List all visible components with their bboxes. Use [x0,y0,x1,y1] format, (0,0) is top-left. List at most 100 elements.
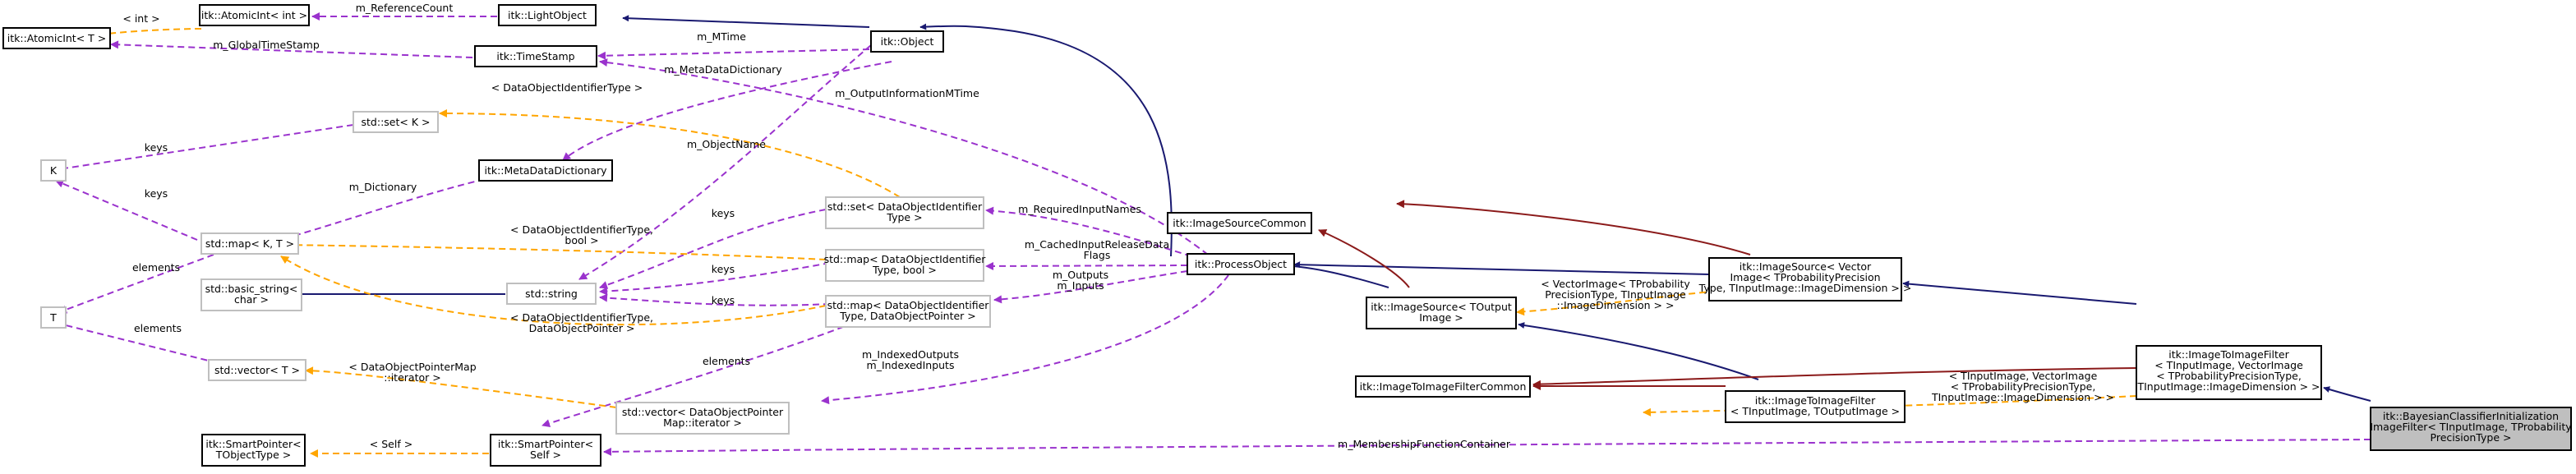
text-line: std::vector< T > [214,364,300,376]
text-line: T [49,311,57,324]
text-line: itk::AtomicInt< T > [7,32,106,44]
node-process-object[interactable]: itk::ProcessObject [1187,253,1295,275]
text-line: itk::SmartPointer< [205,438,301,450]
text-line: < TInputImage, VectorImage [1949,370,2098,382]
edge-imagetoimagefilter-to-imagesource [1518,322,1759,380]
edge-label-m-mtime: m_MTime [697,30,746,43]
node-std-string[interactable]: std::string [506,283,597,305]
text-line: m_ReferenceCount [356,2,454,14]
text-line: itk::ImageSource< TOutput [1371,301,1512,313]
edge-label-dictionary: m_Dictionary [349,181,417,193]
text-line: Type, TInputImage::ImageDimension > > [1698,282,1912,294]
edge-label-elements-smart: elements [703,355,750,367]
edge-identifier-bool [279,241,827,260]
text-line: std::vector< DataObjectPointer [622,406,784,418]
text-line: < DataObjectIdentifierType > [491,81,643,94]
node-time-stamp[interactable]: itk::TimeStamp [474,45,597,67]
svg-text:std::map< K, T >: std::map< K, T > [205,237,294,250]
text-line: itk::BayesianClassifierInitialization [2383,410,2559,422]
text-line: itk::ImageToImageFilterCommon [1360,380,1527,393]
svg-text:itk::ImageSource< TOutputImage: itk::ImageSource< TOutputImage > [1371,301,1512,324]
text-line: itk::MetaDataDictionary [484,164,607,177]
svg-text:std::set< K >: std::set< K > [362,116,431,128]
edge-label-keys-string-3: keys [712,294,735,306]
text-line: PrecisionType, TInputImage [1545,288,1686,301]
text-line: ::ImageDimension > > [1557,299,1675,311]
text-line: DataObjectPointer > [529,322,635,334]
node-std-set-k[interactable]: std::set< K > [353,111,439,133]
text-line: char > [234,293,269,306]
edge-label-keys-string-2: keys [712,263,735,275]
text-line: PrecisionType > [2431,431,2512,444]
svg-text:std::map< DataObjectIdentifier: std::map< DataObjectIdentifierType, bool… [824,253,987,276]
text-line: m_IndexedInputs [867,359,955,371]
edge-indexed-outputs-inputs [821,274,1229,405]
text-line: m_GlobalTimeStamp [213,39,320,51]
edge-label-identifier-ptr: < DataObjectIdentifierType,DataObjectPoi… [510,311,653,334]
node-k[interactable]: K [40,159,67,182]
edge-keys-string-1 [599,209,827,289]
svg-text:itk::AtomicInt< T >: itk::AtomicInt< T > [7,32,106,44]
node-image-to-image-filter-tinput-toutput[interactable]: itk::ImageToImageFilter< TInputImage, TO… [1725,390,1906,423]
text-line: m_MTime [697,30,746,43]
text-line: elements [132,261,180,274]
edge-label-keys-set-k: keys [145,141,168,154]
text-line: < TProbabilityPrecisionType, [1951,380,2096,393]
text-line: TInputImage::ImageDimension > > [1931,391,2114,403]
text-line: Image< TProbabilityPrecision [1730,271,1880,283]
text-line: TInputImage::ImageDimension > > [2136,380,2320,393]
edge-identifier-ptr [280,255,827,326]
node-object[interactable]: itk::Object [870,30,944,53]
edge-label-pointer-map-iterator: < DataObjectPointerMap::iterator > [348,361,476,384]
svg-text:T: T [49,311,57,324]
edge-keys-setk [53,124,354,173]
text-line: Type, bool > [872,264,937,276]
text-line: m_ObjectName [687,138,766,150]
edge-label-membership-function-container: m_MembershipFunctionContainer [1338,438,1511,450]
node-atomic-int-int[interactable]: itk::AtomicInt< int > [199,4,310,26]
edge-elements-t-map [58,254,214,314]
node-std-vector-t[interactable]: std::vector< T > [208,359,306,381]
node-image-source-common[interactable]: itk::ImageSourceCommon [1167,212,1312,234]
node-meta-data-dictionary[interactable]: itk::MetaDataDictionary [478,159,613,182]
node-image-to-image-filter-common[interactable]: itk::ImageToImageFilterCommon [1355,375,1531,398]
node-t[interactable]: T [40,306,67,329]
text-line: itk::ImageSourceCommon [1173,217,1306,229]
text-line: < DataObjectIdentifierType, [510,311,653,324]
text-line: m_RequiredInputNames [1018,203,1141,215]
text-line: < VectorImage< TProbability [1541,278,1690,290]
edge-lightobject-to-object [622,15,870,28]
edge-label-output-information-mtime: m_OutputInformationMTime [835,87,979,99]
text-line: Image > [1419,311,1463,324]
text-line: < TInputImage, TOutputImage > [1730,405,1900,417]
node-std-map-kt[interactable]: std::map< K, T > [200,232,299,255]
svg-text:itk::Object: itk::Object [881,35,934,48]
node-basic-string[interactable]: std::basic_string<char > [200,278,302,311]
svg-text:std::set< DataObjectIdentifier: std::set< DataObjectIdentifierType > [827,200,983,223]
text-line: Flags [1084,249,1111,261]
node-smart-pointer-self[interactable]: itk::SmartPointer<Self > [490,434,601,467]
text-line: elements [703,355,750,367]
edges [53,12,2371,458]
text-line: std::map< DataObjectIdentifier [824,253,987,265]
svg-text:std::map< DataObjectIdentifier: std::map< DataObjectIdentifierType, Data… [827,299,990,322]
svg-text:itk::AtomicInt< int >: itk::AtomicInt< int > [201,9,307,21]
svg-text:std::vector< T >: std::vector< T > [214,364,300,376]
edge-outputs-inputs [993,270,1188,304]
node-light-object[interactable]: itk::LightObject [498,4,597,26]
text-line: Type > [886,211,922,223]
edge-label-global-time-stamp: m_GlobalTimeStamp [213,39,320,51]
node-smart-pointer-tobjecttype[interactable]: itk::SmartPointer<TObjectType > [201,434,306,467]
edge-elements-smart [541,310,884,428]
text-line: Map::iterator > [663,416,742,429]
node-image-to-image-filter-vector[interactable]: itk::ImageToImageFilter< TInputImage, Ve… [2136,345,2322,400]
node-atomic-int-t[interactable]: itk::AtomicInt< T > [2,27,111,49]
